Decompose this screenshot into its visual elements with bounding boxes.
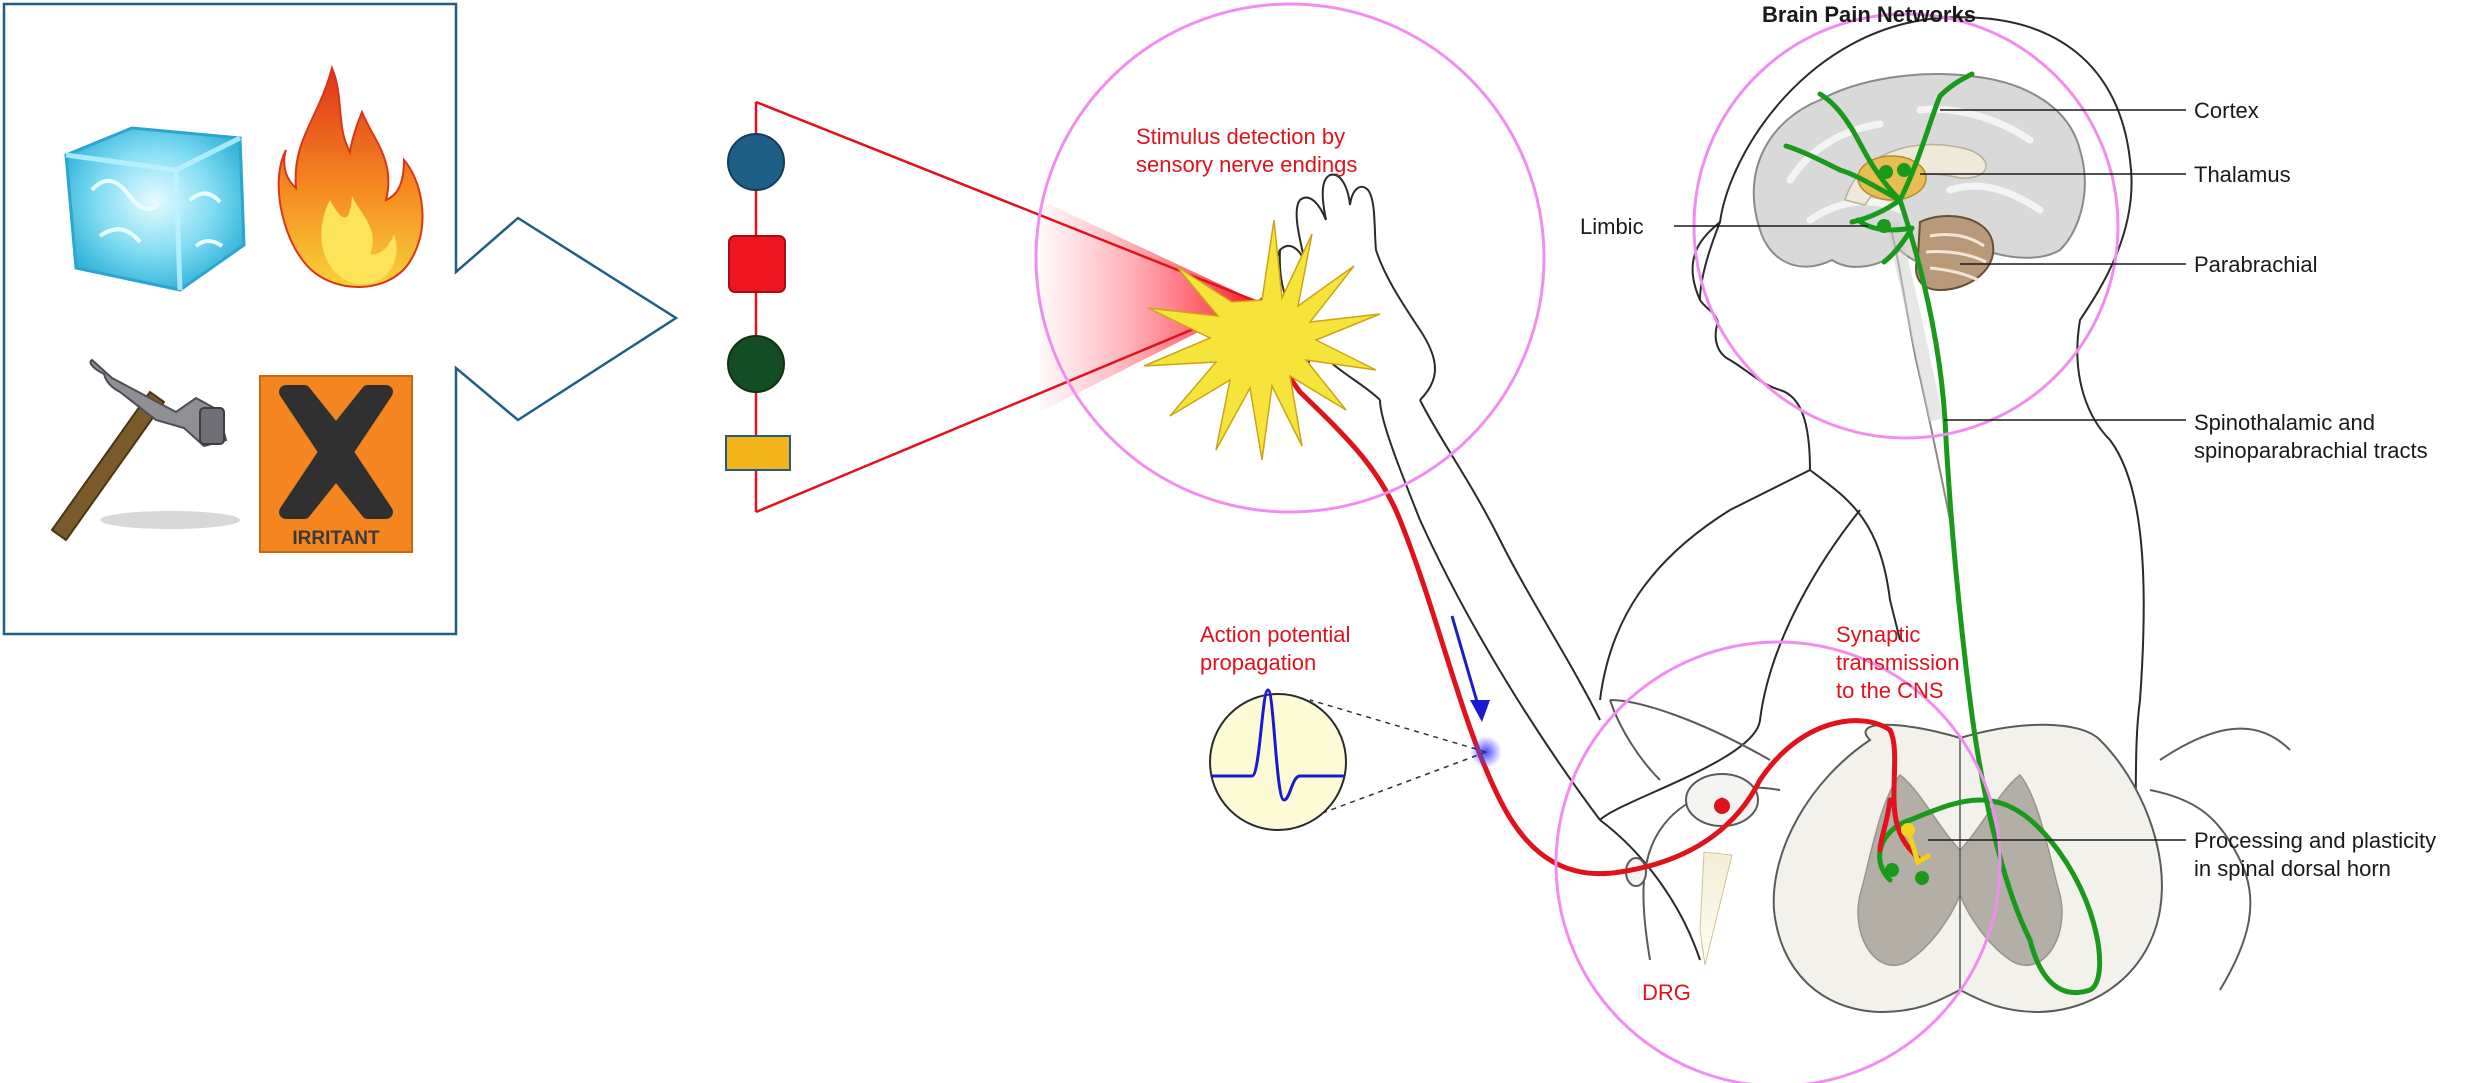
- label-stimulus-line1: Stimulus detection by: [1136, 124, 1345, 149]
- blue-circle-receptor: [728, 134, 784, 190]
- label-stimulus-line2: sensory nerve endings: [1136, 152, 1357, 177]
- label-thalamus: Thalamus: [2194, 162, 2291, 187]
- label-limbic: Limbic: [1580, 214, 1644, 239]
- label-synaptic-line1: Synaptic: [1836, 622, 1920, 647]
- label-processing-line1: Processing and plasticity: [2194, 828, 2436, 853]
- green-circle-receptor: [728, 336, 784, 392]
- label-action-line2: propagation: [1200, 650, 1316, 675]
- stimuli-panel: IRRITANT: [4, 4, 676, 634]
- label-processing-line2: in spinal dorsal horn: [2194, 856, 2391, 881]
- red-square-receptor: [729, 236, 785, 292]
- action-potential: [1210, 616, 1502, 830]
- label-synaptic-line2: transmission: [1836, 650, 1959, 675]
- label-drg: DRG: [1642, 980, 1691, 1005]
- irritant-hazard-icon: IRRITANT: [260, 376, 412, 552]
- label-tracts-line2: spinoparabrachial tracts: [2194, 438, 2428, 463]
- nociceptor-nodes: [1714, 798, 1730, 814]
- label-tracts-line1: Spinothalamic and: [2194, 410, 2375, 435]
- brain: [1754, 74, 2085, 520]
- label-synaptic-line3: to the CNS: [1836, 678, 1944, 703]
- irritant-label: IRRITANT: [292, 528, 380, 549]
- label-parabrachial: Parabrachial: [2194, 252, 2318, 277]
- label-action-line1: Action potential: [1200, 622, 1350, 647]
- diagram-title: Brain Pain Networks: [1762, 2, 1976, 27]
- label-cortex: Cortex: [2194, 98, 2259, 123]
- yellow-rect-receptor: [726, 436, 790, 470]
- spinal-cord-section: [1610, 700, 2290, 1012]
